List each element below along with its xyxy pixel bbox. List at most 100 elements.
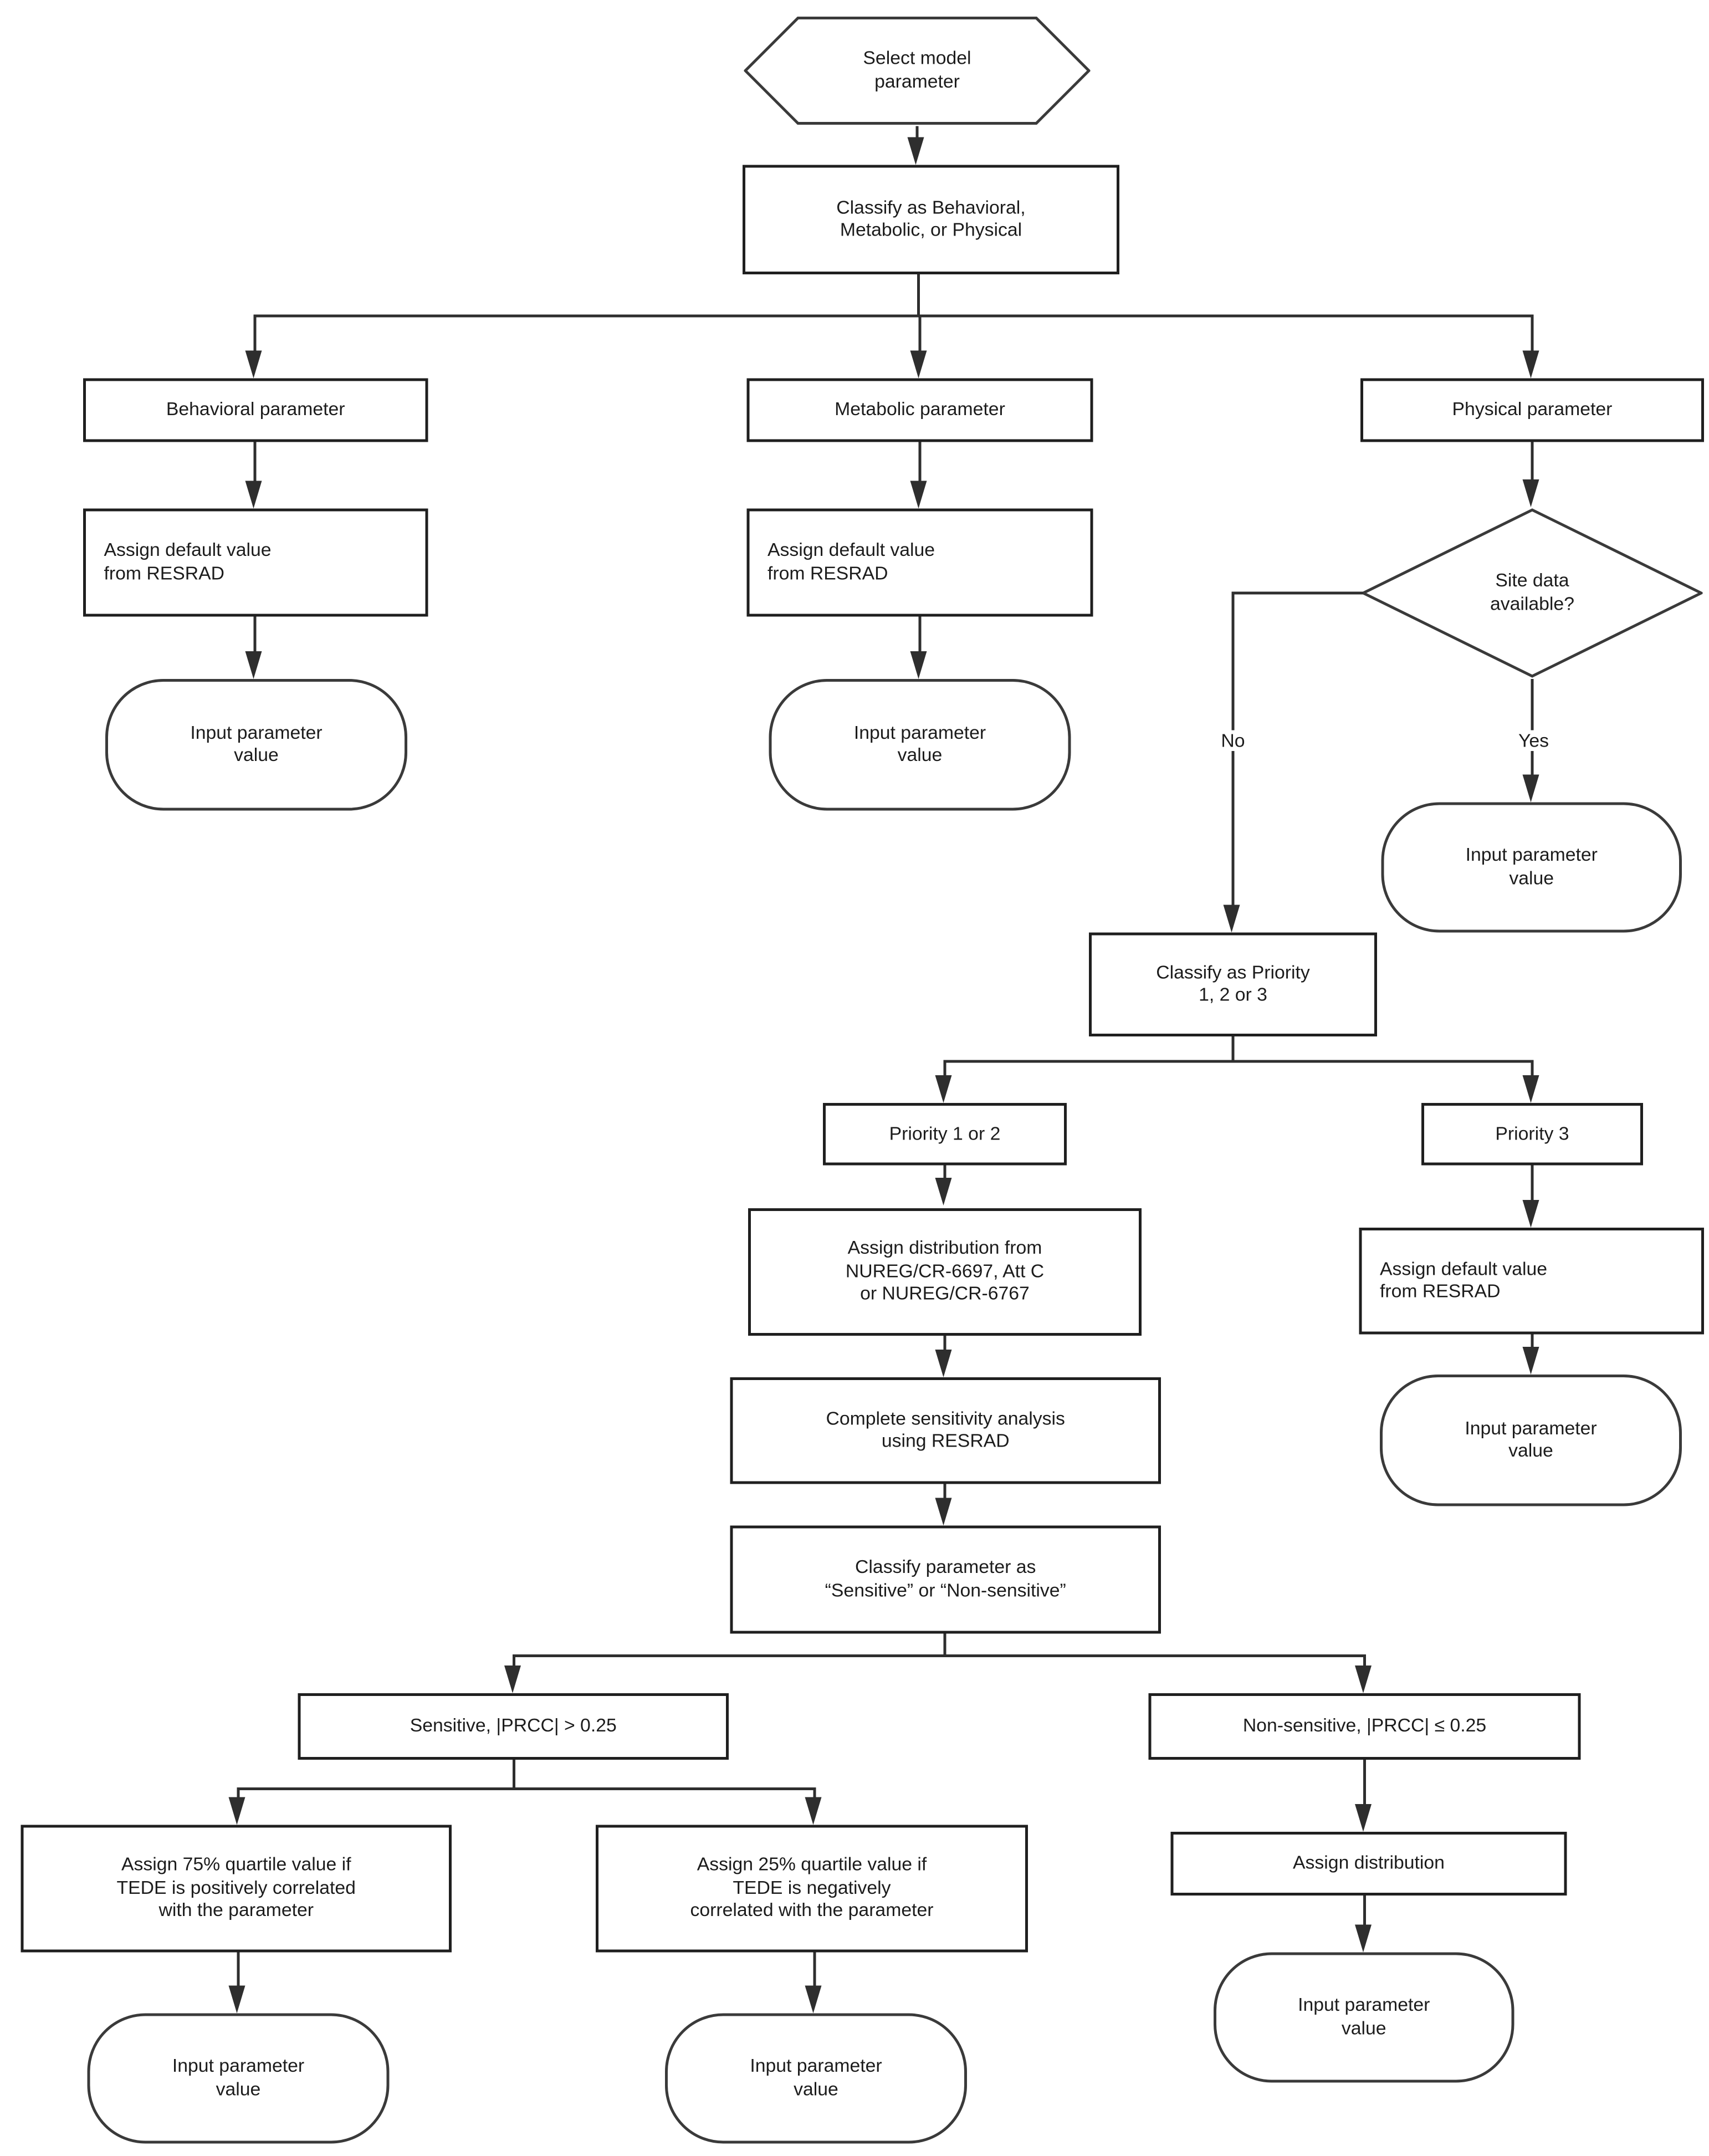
node-assign-default-priority3-label: Assign default value from RESRAD: [1380, 1258, 1548, 1302]
edge-quartile-split-stub: [513, 1760, 515, 1790]
node-assign-default-priority3: Assign default value from RESRAD: [1359, 1228, 1704, 1335]
edge-yes-arrowhead: [1522, 774, 1539, 803]
edge-75-to-input-line: [237, 1952, 240, 1987]
node-sensitive-prcc-label: Sensitive, |PRCC| > 0.25: [410, 1715, 617, 1736]
edge-dist-to-input-arrowhead: [1355, 1924, 1372, 1953]
node-input-value-metabolic: Input parameter value: [769, 679, 1071, 811]
edge-complete-to-classify-arrowhead: [935, 1498, 952, 1526]
edge-physical-to-diamond-arrowhead: [1522, 479, 1539, 507]
node-assign-distribution-nureg-label: Assign distribution from NUREG/CR-6697, …: [845, 1237, 1045, 1305]
edge-priority12-to-nureg-arrowhead: [935, 1178, 952, 1205]
node-classify-priority-label: Classify as Priority 1, 2 or 3: [1156, 961, 1310, 1005]
node-behavioral-parameter: Behavioral parameter: [83, 378, 428, 442]
edge-priority12-to-nureg-line: [943, 1165, 946, 1181]
edge-no-hline: [1233, 591, 1363, 595]
node-priority-1-or-2-label: Priority 1 or 2: [889, 1122, 1001, 1143]
edge-split-behavioral-arrowhead: [245, 350, 262, 379]
node-assign-25-quartile: Assign 25% quartile value if TEDE is neg…: [596, 1825, 1028, 1953]
node-metabolic-parameter: Metabolic parameter: [746, 378, 1093, 442]
node-non-sensitive-prcc-label: Non-sensitive, |PRCC| ≤ 0.25: [1242, 1715, 1487, 1736]
node-assign-75-quartile-label: Assign 75% quartile value if TEDE is pos…: [116, 1853, 356, 1921]
node-behavioral-parameter-label: Behavioral parameter: [166, 398, 345, 420]
node-input-value-yes-label: Input parameter value: [1465, 844, 1598, 888]
hexagon-shape: [744, 17, 1091, 125]
node-input-value-25-label: Input parameter value: [750, 2055, 882, 2099]
edge-quartile-split-hline: [237, 1787, 816, 1790]
node-input-value-behavioral-label: Input parameter value: [190, 721, 323, 766]
node-classify-behavioral-metabolic-physical-label: Classify as Behavioral, Metabolic, or Ph…: [836, 196, 1026, 241]
edge-no-arrowhead: [1223, 905, 1240, 933]
edge-priority-split-hline: [943, 1060, 1534, 1063]
edge-split-priority3-arrowhead: [1522, 1075, 1539, 1103]
diamond-shape: [1362, 508, 1703, 678]
edge-assignR-to-input-arrowhead: [1522, 1347, 1539, 1375]
node-physical-parameter: Physical parameter: [1360, 378, 1704, 442]
node-site-data-available-decision: Site data available?: [1362, 507, 1703, 679]
edge-start-to-classify-arrowhead: [907, 137, 924, 165]
node-assign-default-behavioral-label: Assign default value from RESRAD: [104, 539, 272, 584]
node-input-value-75: Input parameter value: [87, 2013, 390, 2144]
node-non-sensitive-prcc: Non-sensitive, |PRCC| ≤ 0.25: [1148, 1693, 1581, 1760]
edge-label-yes: Yes: [1512, 730, 1555, 751]
edge-assignM-to-input-line: [918, 616, 922, 653]
edge-behavioral-to-assign-line: [253, 442, 257, 482]
edge-split-physical-arrowhead: [1522, 350, 1539, 379]
node-complete-sensitivity-analysis: Complete sensitivity analysis using RESR…: [730, 1377, 1161, 1484]
edge-sensitive-split-hline: [513, 1654, 1366, 1657]
edge-split-physical-line: [1531, 314, 1534, 352]
edge-split-nonsensitive-line: [1363, 1654, 1366, 1667]
node-input-value-75-label: Input parameter value: [172, 2055, 305, 2099]
edge-priority3-to-assign-arrowhead: [1522, 1200, 1539, 1228]
node-input-value-dist: Input parameter value: [1214, 1952, 1514, 2083]
edge-nonsensitive-to-dist-line: [1363, 1760, 1366, 1806]
edge-dist-to-input-line: [1363, 1896, 1366, 1926]
node-assign-distribution-label: Assign distribution: [1293, 1852, 1445, 1873]
edge-split-sensitive-arrowhead: [504, 1665, 521, 1693]
node-physical-parameter-label: Physical parameter: [1452, 398, 1613, 420]
edge-split-75-arrowhead: [228, 1797, 245, 1825]
node-classify-behavioral-metabolic-physical: Classify as Behavioral, Metabolic, or Ph…: [743, 165, 1119, 274]
node-classify-priority: Classify as Priority 1, 2 or 3: [1089, 932, 1377, 1036]
node-priority-3-label: Priority 3: [1495, 1122, 1569, 1143]
edge-split-sensitive-line: [513, 1654, 515, 1667]
edge-nureg-to-complete-line: [943, 1336, 946, 1351]
edge-75-to-input-arrowhead: [228, 1985, 245, 2014]
node-select-model-parameter: Select model parameter: [744, 16, 1091, 126]
edge-classify-split-hline: [253, 314, 1534, 318]
edge-split-25-arrowhead: [805, 1797, 822, 1825]
node-input-value-behavioral: Input parameter value: [105, 679, 407, 811]
node-assign-75-quartile: Assign 75% quartile value if TEDE is pos…: [21, 1825, 452, 1953]
node-assign-default-behavioral: Assign default value from RESRAD: [83, 508, 428, 617]
node-assign-default-metabolic-label: Assign default value from RESRAD: [767, 539, 935, 584]
node-input-value-priority3-label: Input parameter value: [1465, 1417, 1597, 1462]
edge-assignR-to-input-line: [1531, 1334, 1534, 1348]
edge-yes-vline: [1531, 679, 1534, 776]
node-complete-sensitivity-analysis-label: Complete sensitivity analysis using RESR…: [826, 1407, 1065, 1452]
edge-split-behavioral-line: [253, 314, 257, 352]
node-input-value-metabolic-label: Input parameter value: [853, 721, 986, 766]
edge-25-to-input-line: [813, 1952, 816, 1987]
node-input-value-yes: Input parameter value: [1381, 802, 1682, 933]
edge-25-to-input-arrowhead: [805, 1985, 822, 2014]
edge-split-priority3-line: [1531, 1060, 1534, 1077]
node-site-data-available-label: Site data available?: [1490, 570, 1574, 614]
node-priority-1-or-2: Priority 1 or 2: [823, 1103, 1067, 1166]
edge-behavioral-to-assign-arrowhead: [245, 481, 262, 509]
node-input-value-25: Input parameter value: [665, 2013, 967, 2144]
node-sensitive-prcc: Sensitive, |PRCC| > 0.25: [298, 1693, 729, 1760]
edge-assignM-to-input-arrowhead: [910, 651, 927, 679]
node-classify-sensitive-label: Classify parameter as “Sensitive” or “No…: [825, 1556, 1066, 1601]
edge-label-no: No: [1215, 730, 1251, 751]
node-input-value-priority3: Input parameter value: [1380, 1375, 1682, 1506]
edge-start-to-classify-line: [915, 126, 919, 140]
edge-nonsensitive-to-dist-arrowhead: [1355, 1804, 1372, 1832]
edge-split-priority12-line: [943, 1060, 946, 1077]
node-input-value-dist-label: Input parameter value: [1298, 1994, 1430, 2039]
edge-split-25-line: [813, 1787, 816, 1799]
edge-assignL-to-input-line: [253, 616, 257, 653]
node-select-model-parameter-label: Select model parameter: [863, 47, 971, 91]
edge-complete-to-classify-line: [943, 1484, 946, 1499]
node-priority-3: Priority 3: [1421, 1103, 1643, 1166]
